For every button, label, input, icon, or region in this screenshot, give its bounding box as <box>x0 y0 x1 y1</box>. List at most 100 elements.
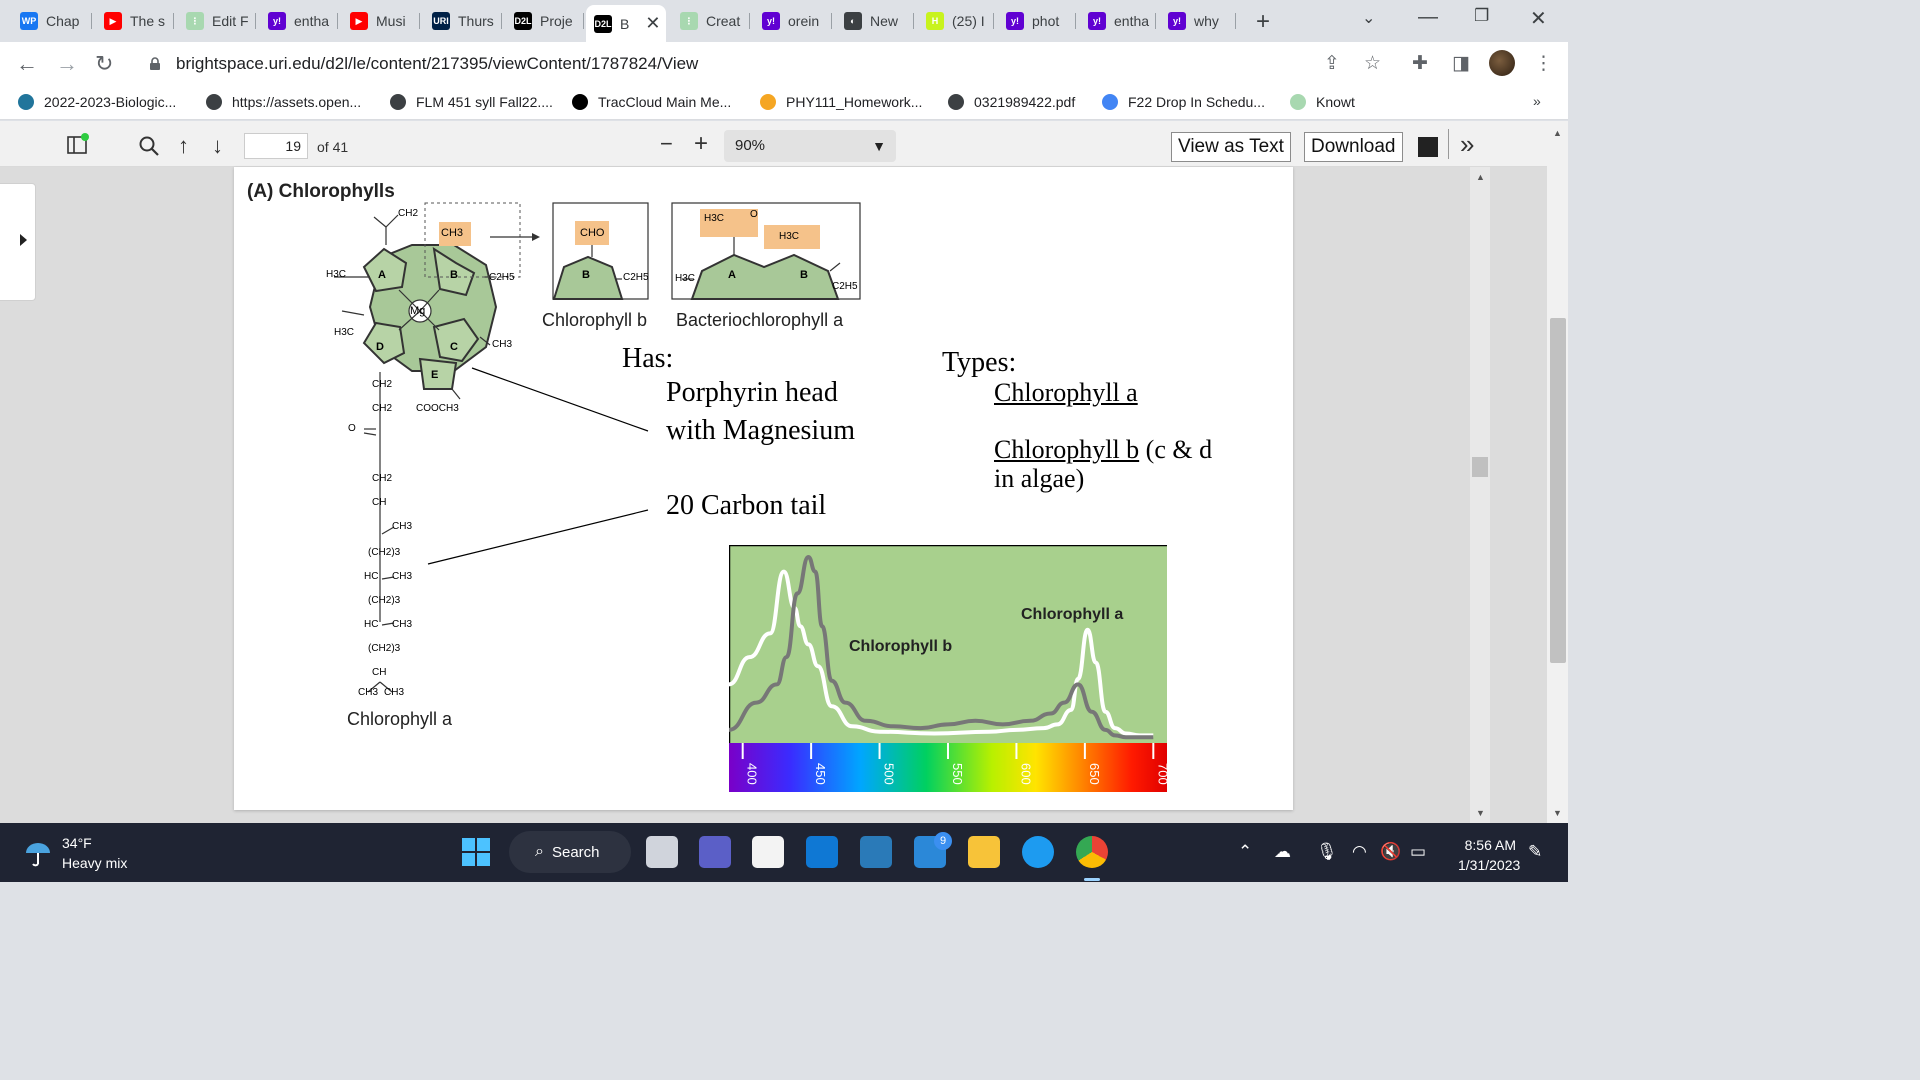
browser-tab[interactable]: H(25) I <box>918 6 994 36</box>
tab-label: The s <box>130 13 166 29</box>
close-window-button[interactable]: ✕ <box>1530 8 1547 30</box>
search-icon[interactable] <box>138 135 160 157</box>
x-tick-label: 450 <box>813 763 828 785</box>
bookmark-item[interactable]: F22 Drop In Schedu... <box>1102 94 1265 110</box>
page-scroll-thumb[interactable] <box>1550 318 1566 663</box>
scroll-up-arrow-icon[interactable]: ▲ <box>1476 172 1485 182</box>
view-as-text-button[interactable]: View as Text <box>1171 132 1291 162</box>
microsoft-store-icon[interactable] <box>752 836 784 868</box>
system-clock[interactable]: 8:56 AM 1/31/2023 <box>1458 835 1520 875</box>
file-explorer-icon[interactable] <box>968 836 1000 868</box>
bookmark-item[interactable]: https://assets.open... <box>206 94 361 110</box>
browser-tab[interactable]: ◐New <box>836 6 914 36</box>
bookmark-favicon-icon <box>760 94 776 110</box>
bookmark-item[interactable]: TracCloud Main Me... <box>572 94 731 110</box>
close-tab-icon[interactable]: ✕ <box>645 13 661 33</box>
bookmark-favicon-icon <box>206 94 222 110</box>
minimize-button[interactable]: — <box>1418 6 1438 28</box>
show-hidden-icons-chevron[interactable]: ⌃ <box>1238 842 1253 861</box>
avatar[interactable] <box>1489 50 1515 76</box>
tab-favicon-icon: WP <box>20 12 38 30</box>
scroll-down-arrow-icon[interactable]: ▼ <box>1476 808 1485 818</box>
browser-tab[interactable]: y!phot <box>998 6 1076 36</box>
tab-separator <box>91 13 92 29</box>
bookmark-star-icon[interactable]: ☆ <box>1364 53 1382 74</box>
chlorophyll-a-curve <box>729 554 1154 740</box>
next-page-icon[interactable]: ↓ <box>212 133 223 158</box>
more-tools-icon[interactable]: » <box>1460 129 1475 159</box>
lock-icon <box>150 57 160 70</box>
page-scroll-up-icon[interactable]: ▲ <box>1553 128 1562 138</box>
back-button[interactable]: ← <box>16 51 38 76</box>
bookmark-label: 2022-2023-Biologic... <box>44 94 177 110</box>
onedrive-cloud-icon[interactable]: ☁ <box>1274 842 1291 861</box>
document-scrollbar[interactable] <box>1470 167 1490 823</box>
bacteriochlorophyll-a-structure-label: Bacteriochlorophyll a <box>676 310 844 330</box>
wifi-icon[interactable]: ◠ <box>1352 842 1367 861</box>
menu-dots-icon[interactable]: ⋮ <box>1534 53 1553 74</box>
bookmark-item[interactable]: 2022-2023-Biologic... <box>18 94 176 110</box>
ring-label-d: D <box>376 341 384 353</box>
browser-tab[interactable]: ▶Musi <box>342 6 420 36</box>
new-tab-button[interactable]: + <box>1256 8 1271 35</box>
browser-tab[interactable]: y!orein <box>754 6 832 36</box>
restore-button[interactable]: ❐ <box>1474 6 1490 25</box>
page-scroll-down-icon[interactable]: ▼ <box>1553 808 1562 818</box>
page-number-input[interactable]: 19 <box>244 133 308 159</box>
browser-tab[interactable]: y!entha <box>260 6 338 36</box>
notifications-icon[interactable]: ✎ <box>1528 842 1543 861</box>
document-scroll-thumb[interactable] <box>1472 457 1488 477</box>
bookmark-item[interactable]: 0321989422.pdf <box>948 94 1075 110</box>
weather-temperature[interactable]: 34°F <box>62 835 92 851</box>
share-icon[interactable]: ⇪ <box>1324 53 1340 74</box>
battery-icon[interactable]: ▭ <box>1410 842 1427 861</box>
bookmark-item[interactable]: Knowt <box>1290 94 1355 110</box>
task-view-icon[interactable] <box>646 836 678 868</box>
browser-tab[interactable]: ⋮Edit F <box>178 6 256 36</box>
ring-label-c: C <box>450 341 458 353</box>
sidebar-toggle-icon[interactable] <box>66 133 90 157</box>
bookmark-item[interactable]: PHY111_Homework... <box>760 94 922 110</box>
tab-search-chevron-icon[interactable]: ⌄ <box>1362 10 1376 27</box>
bookmark-item[interactable]: FLM 451 syll Fall22.... <box>390 94 553 110</box>
reload-button[interactable]: ↻ <box>95 51 114 76</box>
bookmarks-overflow-icon[interactable]: » <box>1533 93 1541 109</box>
browser-tab[interactable]: ▶The s <box>96 6 174 36</box>
windows-start-icon[interactable] <box>462 838 491 867</box>
page-scrollbar[interactable] <box>1547 121 1568 823</box>
chrome-icon[interactable] <box>1076 836 1108 868</box>
weather-umbrella-icon[interactable] <box>22 837 54 869</box>
zoom-out-button[interactable]: − <box>660 131 673 156</box>
download-button[interactable]: Download <box>1304 132 1403 162</box>
browser-tab[interactable]: y!why <box>1160 6 1236 36</box>
volume-muted-icon[interactable]: 🔇 <box>1380 842 1402 861</box>
stop-square-icon[interactable] <box>1418 137 1438 157</box>
tail-ch2-3-label: (CH2)3 <box>368 643 401 654</box>
side-panel-icon[interactable]: ◨ <box>1452 53 1470 74</box>
forward-button[interactable]: → <box>56 51 78 76</box>
zoom-select[interactable]: 90% ▼ <box>724 130 896 162</box>
taskbar-search[interactable]: ⌕ Search <box>509 831 631 873</box>
extensions-icon[interactable]: ✚ <box>1412 53 1428 74</box>
browser-tab[interactable]: y!entha <box>1080 6 1156 36</box>
weather-description[interactable]: Heavy mix <box>62 855 128 871</box>
algae-note-text: in algae) <box>994 464 1085 493</box>
tab-favicon-icon: H <box>926 12 944 30</box>
teams-icon[interactable] <box>699 836 731 868</box>
browser-tab[interactable]: ⋮Creat <box>672 6 750 36</box>
previous-page-icon[interactable]: ↑ <box>178 133 189 158</box>
tab-separator <box>173 13 174 29</box>
l-app-icon[interactable] <box>860 836 892 868</box>
thumbnail-panel-handle[interactable] <box>0 183 36 301</box>
tail-hc-label: HC <box>364 571 379 582</box>
address-bar[interactable]: brightspace.uri.edu/d2l/le/content/21739… <box>138 47 1402 81</box>
zoom-in-button[interactable]: + <box>694 130 709 157</box>
mail-icon[interactable] <box>806 836 838 868</box>
has-heading: Has: <box>622 343 674 374</box>
edge-icon[interactable] <box>1022 836 1054 868</box>
microphone-icon[interactable]: 🎙 <box>1316 842 1338 861</box>
